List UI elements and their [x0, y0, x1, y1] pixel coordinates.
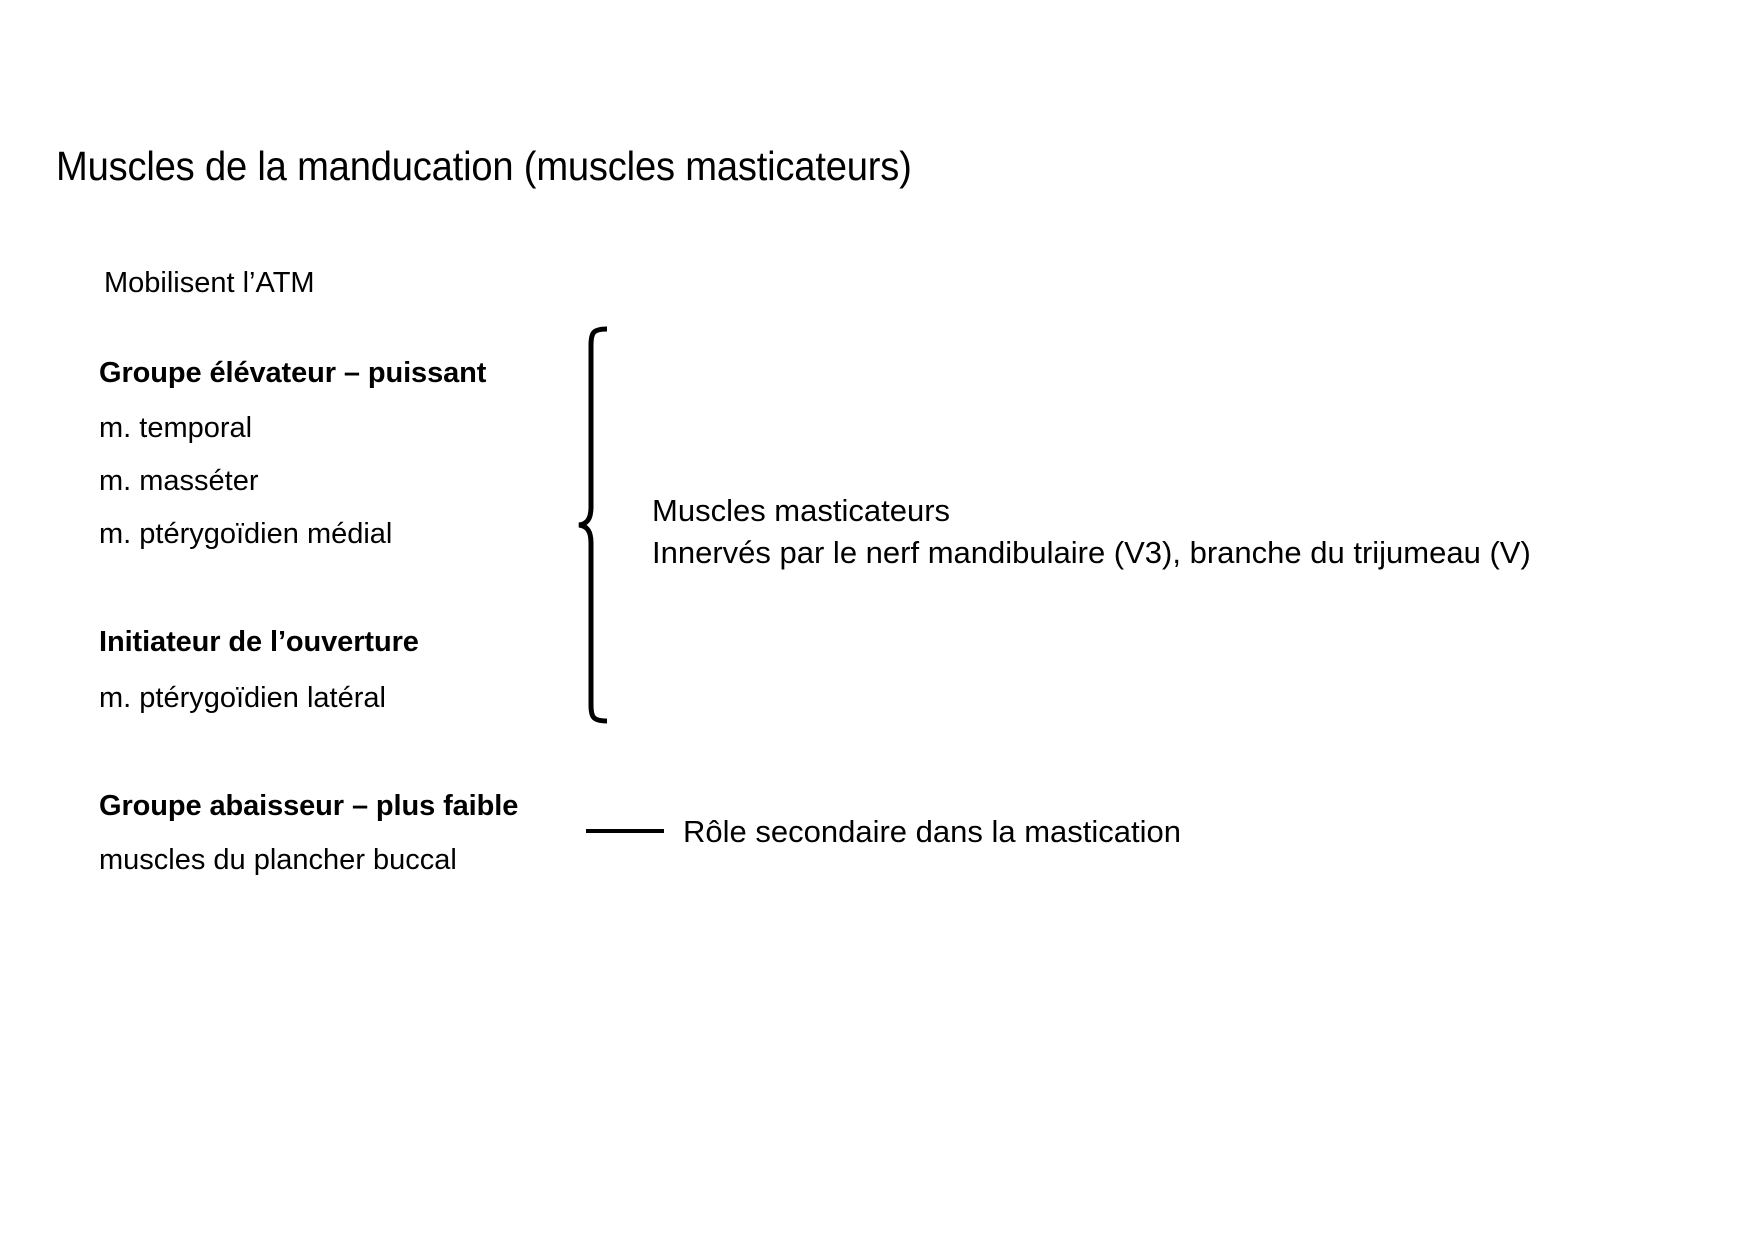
lead-statement: Mobilisent l’ATM [104, 267, 315, 299]
list-item: m. temporal [99, 412, 253, 444]
curly-brace-icon [575, 325, 623, 725]
brace-annotation-line-1: Muscles masticateurs [652, 493, 951, 528]
list-item: muscles du plancher buccal [99, 844, 457, 876]
group-heading-abaisseur: Groupe abaisseur – plus faible [99, 790, 519, 822]
list-item: m. ptérygoïdien médial [99, 518, 393, 550]
brace-annotation: Muscles masticateurs Innervés par le ner… [652, 490, 1531, 573]
page-title: Muscles de la manducation (muscles masti… [56, 143, 912, 189]
group-heading-elevateur: Groupe élévateur – puissant [99, 357, 487, 389]
group-heading-initiateur: Initiateur de l’ouverture [99, 626, 419, 658]
connector-line [586, 829, 664, 833]
list-item: m. masséter [99, 465, 259, 497]
bottom-annotation: Rôle secondaire dans la mastication [683, 814, 1181, 849]
list-item: m. ptérygoïdien latéral [99, 682, 386, 714]
brace-annotation-line-2: Innervés par le nerf mandibulaire (V3), … [652, 534, 1531, 570]
